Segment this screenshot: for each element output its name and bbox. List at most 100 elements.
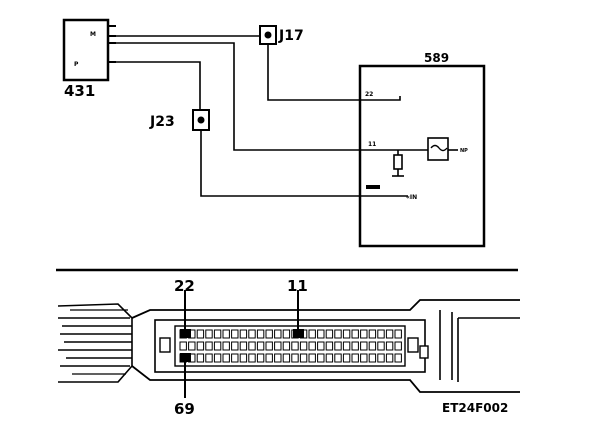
connector-pin: [196, 341, 205, 351]
connector-pin: [317, 341, 325, 351]
ecu-589-label: 589: [424, 51, 449, 65]
connector-socket: [174, 325, 406, 367]
relay-431-label: 431: [64, 82, 95, 100]
pin-22-label: 22: [174, 277, 195, 295]
connector-pin: [377, 353, 385, 363]
ecu-pin-69-arrow: «IN: [406, 194, 417, 201]
connector-pin: [265, 341, 273, 351]
ecu-pin-22-mark: 22: [365, 91, 373, 98]
connector-pin: [334, 341, 342, 351]
pin-row-middle: [179, 341, 402, 351]
connector-pin: [239, 341, 248, 351]
connector-pin: [213, 341, 222, 351]
connector-pin: [368, 341, 377, 351]
internal-resistor: [393, 154, 403, 170]
connector-pin: [351, 329, 359, 339]
connector-pin: [222, 353, 230, 363]
connector-pin: [325, 341, 334, 351]
ecu-ground-symbol: [382, 96, 401, 101]
ecu-pin-69-mark: [366, 185, 380, 189]
connector-pin: [368, 329, 377, 339]
connector-pin: [325, 353, 334, 363]
connector-pin: [351, 353, 359, 363]
connector-pin: [248, 353, 256, 363]
relay-pin-mark-bottom: P: [74, 61, 79, 68]
connector-pin: [291, 341, 299, 351]
connector-pin: [317, 329, 325, 339]
connector-pin: [256, 341, 265, 351]
connector-pin: [299, 341, 308, 351]
connector-view: [57, 290, 520, 398]
connector-pin: [360, 341, 368, 351]
connector-pin: [308, 341, 316, 351]
connector-pin: [248, 329, 256, 339]
connector-pin: [274, 329, 282, 339]
schematic: M P 22 11 «IN: [62, 18, 486, 248]
connector-pin: [231, 329, 239, 339]
connector-pin: [360, 353, 368, 363]
connector-pin: [282, 341, 291, 351]
connector-pin: [196, 329, 205, 339]
connector-pin: [274, 353, 282, 363]
connector-pin: [231, 353, 239, 363]
connector-pin: [394, 329, 402, 339]
wire-relay-j23: [116, 61, 201, 110]
pin-row-bottom: [179, 353, 402, 363]
filter-output-label: NP: [460, 148, 468, 154]
connector-pin: [385, 329, 394, 339]
connector-body-bottom: [131, 365, 520, 393]
connector-pin: [222, 329, 230, 339]
connector-pin: [308, 353, 316, 363]
connector-pin: [256, 353, 265, 363]
connector-pin: [265, 329, 273, 339]
internal-filter-block: [427, 137, 449, 161]
connector-pin: [385, 353, 394, 363]
connector-pin: [360, 329, 368, 339]
connector-pin: [213, 329, 222, 339]
connector-pin: [342, 329, 351, 339]
connector-pin: [385, 341, 394, 351]
ecu-pin-11-mark: 11: [368, 141, 376, 148]
connector-pin: [317, 353, 325, 363]
connector-pin: [248, 341, 256, 351]
connector-pin: [274, 341, 282, 351]
connector-pin: [394, 353, 402, 363]
connector-j17-label: J17: [278, 28, 304, 44]
connector-j17-pin: [264, 31, 272, 39]
ecu-589-box: [358, 64, 486, 248]
connector-pin: [265, 353, 273, 363]
pin-69-label: 69: [174, 400, 195, 418]
connector-pin: [205, 341, 213, 351]
wire-relay-ecu-11: [116, 42, 428, 151]
connector-pin: [205, 329, 213, 339]
connector-pin: [325, 329, 334, 339]
connector-pin: [308, 329, 316, 339]
pin-row-top: [179, 329, 402, 339]
connector-pin: [334, 353, 342, 363]
connector-pin: [334, 329, 342, 339]
pin-11-highlight: [293, 329, 304, 338]
connector-pin: [342, 341, 351, 351]
filter-wave-symbol: [430, 144, 448, 152]
figure-code: ET24F002: [442, 401, 508, 415]
locking-tab-left: [159, 337, 171, 353]
connector-pin: [282, 353, 291, 363]
connector-pin: [239, 329, 248, 339]
connector-pin: [256, 329, 265, 339]
wire-j17-ecu: [267, 44, 382, 101]
connector-pin: [377, 329, 385, 339]
connector-pin: [351, 341, 359, 351]
connector-pin: [188, 341, 196, 351]
connector-pin: [239, 353, 248, 363]
connector-pin: [291, 353, 299, 363]
relay-431-box: [62, 18, 110, 82]
connector-pin: [394, 341, 402, 351]
connector-pin: [222, 341, 230, 351]
connector-pin: [205, 353, 213, 363]
connector-pin: [299, 353, 308, 363]
connector-pin: [368, 353, 377, 363]
wire-j23-ecu-69: [200, 130, 408, 197]
pin-69-highlight: [180, 353, 191, 362]
connector-body: [131, 299, 520, 319]
